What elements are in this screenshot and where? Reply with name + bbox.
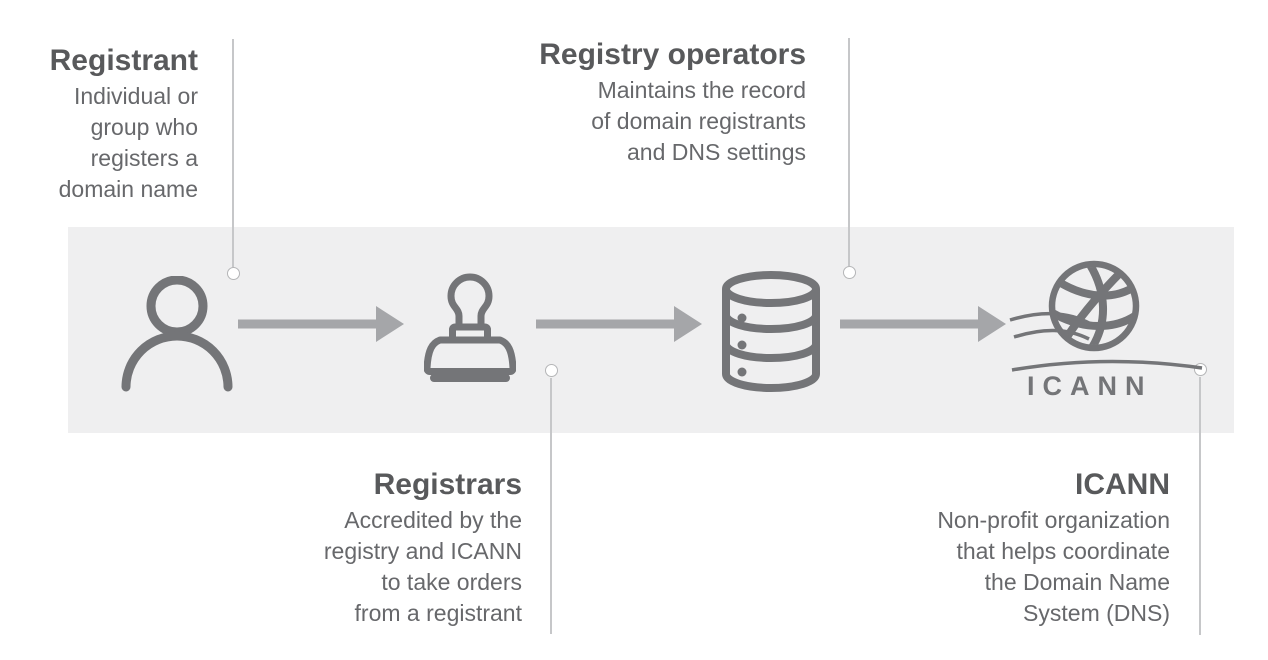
icann-swoosh-underline [1011, 359, 1203, 372]
registrant-heading: Registrant [49, 44, 198, 77]
flow-arrow-2 [536, 306, 702, 342]
description-line: Non-profit organization [937, 507, 1170, 533]
leader-dot-registrant [227, 267, 240, 280]
flow-arrow-3 [840, 306, 1006, 342]
description-line: of domain registrants [591, 108, 806, 134]
description-line: that helps coordinate [956, 538, 1170, 564]
description-line: Maintains the record [597, 77, 806, 103]
description-line: registry and ICANN [323, 538, 522, 564]
description-line: Accredited by the [344, 507, 522, 533]
description-line: registers a [90, 145, 198, 171]
flow-arrow-1 [238, 306, 404, 342]
database-icon [721, 271, 821, 392]
description-line: from a registrant [354, 600, 522, 626]
label-block-icann: ICANN Non-profit organization that helps… [937, 468, 1170, 629]
rubber-stamp-icon [424, 270, 516, 382]
leader-dot-registrars [545, 364, 558, 377]
description-line: domain name [58, 176, 198, 202]
icann-globe-icon [1009, 260, 1140, 352]
icann-logo: ICANN [1003, 256, 1210, 400]
icann-wordmark: ICANN [1027, 371, 1153, 400]
leader-line-registrant [232, 39, 234, 267]
label-block-registrant: Registrant Individual or group who regis… [50, 44, 198, 205]
description-line: System (DNS) [1023, 600, 1170, 626]
registrars-heading: Registrars [373, 468, 522, 501]
description-line: group who [90, 114, 198, 140]
leader-line-registry-operators [848, 38, 850, 266]
description-line: and DNS settings [627, 139, 806, 165]
leader-line-icann [1199, 377, 1201, 635]
leader-dot-registry-operators [843, 266, 856, 279]
description-line: the Domain Name [984, 569, 1170, 595]
description-line: to take orders [381, 569, 522, 595]
person-icon [118, 276, 236, 392]
label-block-registrars: Registrars Accredited by the registry an… [324, 468, 522, 629]
label-block-registry-operators: Registry operators Maintains the record … [539, 38, 806, 168]
icann-heading: ICANN [1075, 468, 1170, 501]
registry-operators-heading: Registry operators [539, 38, 806, 71]
leader-line-registrars [550, 378, 552, 634]
description-line: Individual or [73, 83, 198, 109]
